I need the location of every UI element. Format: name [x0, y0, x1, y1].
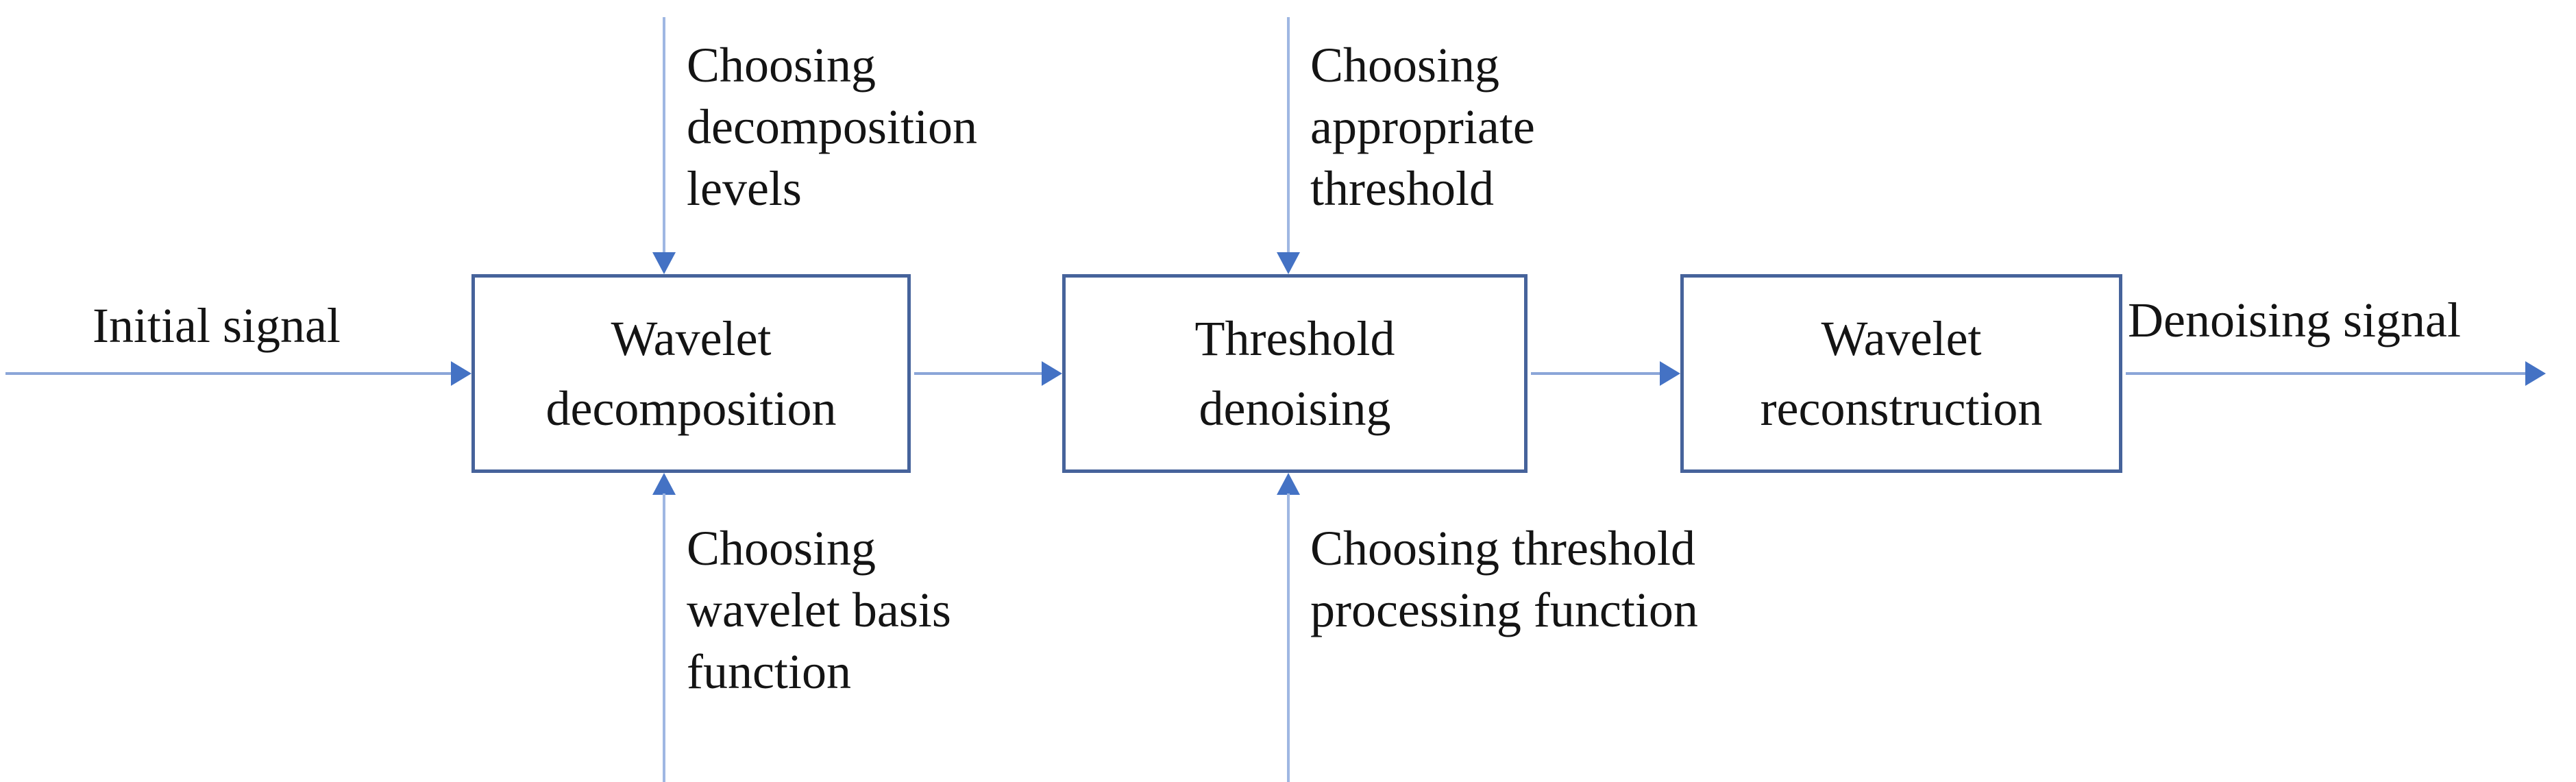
box-wavelet-reconstruction: Wavelet reconstruction: [1680, 274, 2122, 473]
box-wavelet-decomposition: Wavelet decomposition: [471, 274, 911, 473]
decomposition-levels-arrow-line: [663, 17, 665, 254]
annotation-line: appropriate: [1310, 99, 1535, 154]
box-label-line: decomposition: [545, 381, 837, 436]
box-threshold-denoising: Threshold denoising: [1062, 274, 1528, 473]
wavelet-basis-arrow-line: [663, 493, 665, 782]
annotation-threshold-processing-function: Choosing threshold processing function: [1310, 517, 1698, 641]
appropriate-threshold-arrow-line: [1287, 17, 1290, 254]
input-arrow-head-icon: [451, 361, 471, 386]
annotation-line: decomposition: [687, 99, 977, 154]
decomposition-to-denoising-arrow-head-icon: [1042, 361, 1062, 386]
annotation-line: Choosing: [687, 38, 876, 93]
box-label-line: reconstruction: [1760, 381, 2043, 436]
box-label-line: Wavelet: [1821, 311, 1982, 366]
annotation-line: Choosing: [687, 521, 876, 576]
annotation-line: function: [687, 644, 851, 699]
decomposition-levels-arrow-head-icon: [652, 252, 676, 274]
annotation-wavelet-basis-function: Choosing wavelet basis function: [687, 517, 951, 702]
annotation-appropriate-threshold: Choosing appropriate threshold: [1310, 34, 1535, 219]
annotation-line: threshold: [1310, 161, 1494, 216]
annotation-line: processing function: [1310, 583, 1698, 637]
decomposition-to-denoising-arrow-line: [914, 372, 1043, 375]
annotation-decomposition-levels: Choosing decomposition levels: [687, 34, 977, 219]
input-arrow-line: [5, 372, 452, 375]
denoising-to-reconstruction-arrow-head-icon: [1660, 361, 1680, 386]
denoising-to-reconstruction-arrow-line: [1531, 372, 1661, 375]
annotation-line: Choosing: [1310, 38, 1500, 93]
box-label-line: Wavelet: [611, 311, 772, 366]
box-label-line: denoising: [1199, 381, 1391, 436]
output-arrow-head-icon: [2525, 361, 2546, 386]
box-label-line: Threshold: [1194, 311, 1395, 366]
appropriate-threshold-arrow-head-icon: [1277, 252, 1300, 274]
annotation-line: Choosing threshold: [1310, 521, 1696, 576]
wavelet-basis-arrow-head-icon: [652, 473, 676, 495]
threshold-processing-arrow-head-icon: [1277, 473, 1300, 495]
output-arrow-line: [2126, 372, 2527, 375]
input-signal-label: Initial signal: [93, 298, 341, 353]
annotation-line: wavelet basis: [687, 583, 951, 637]
threshold-processing-arrow-line: [1287, 493, 1290, 782]
output-signal-label: Denoising signal: [2128, 293, 2461, 347]
annotation-line: levels: [687, 161, 802, 216]
